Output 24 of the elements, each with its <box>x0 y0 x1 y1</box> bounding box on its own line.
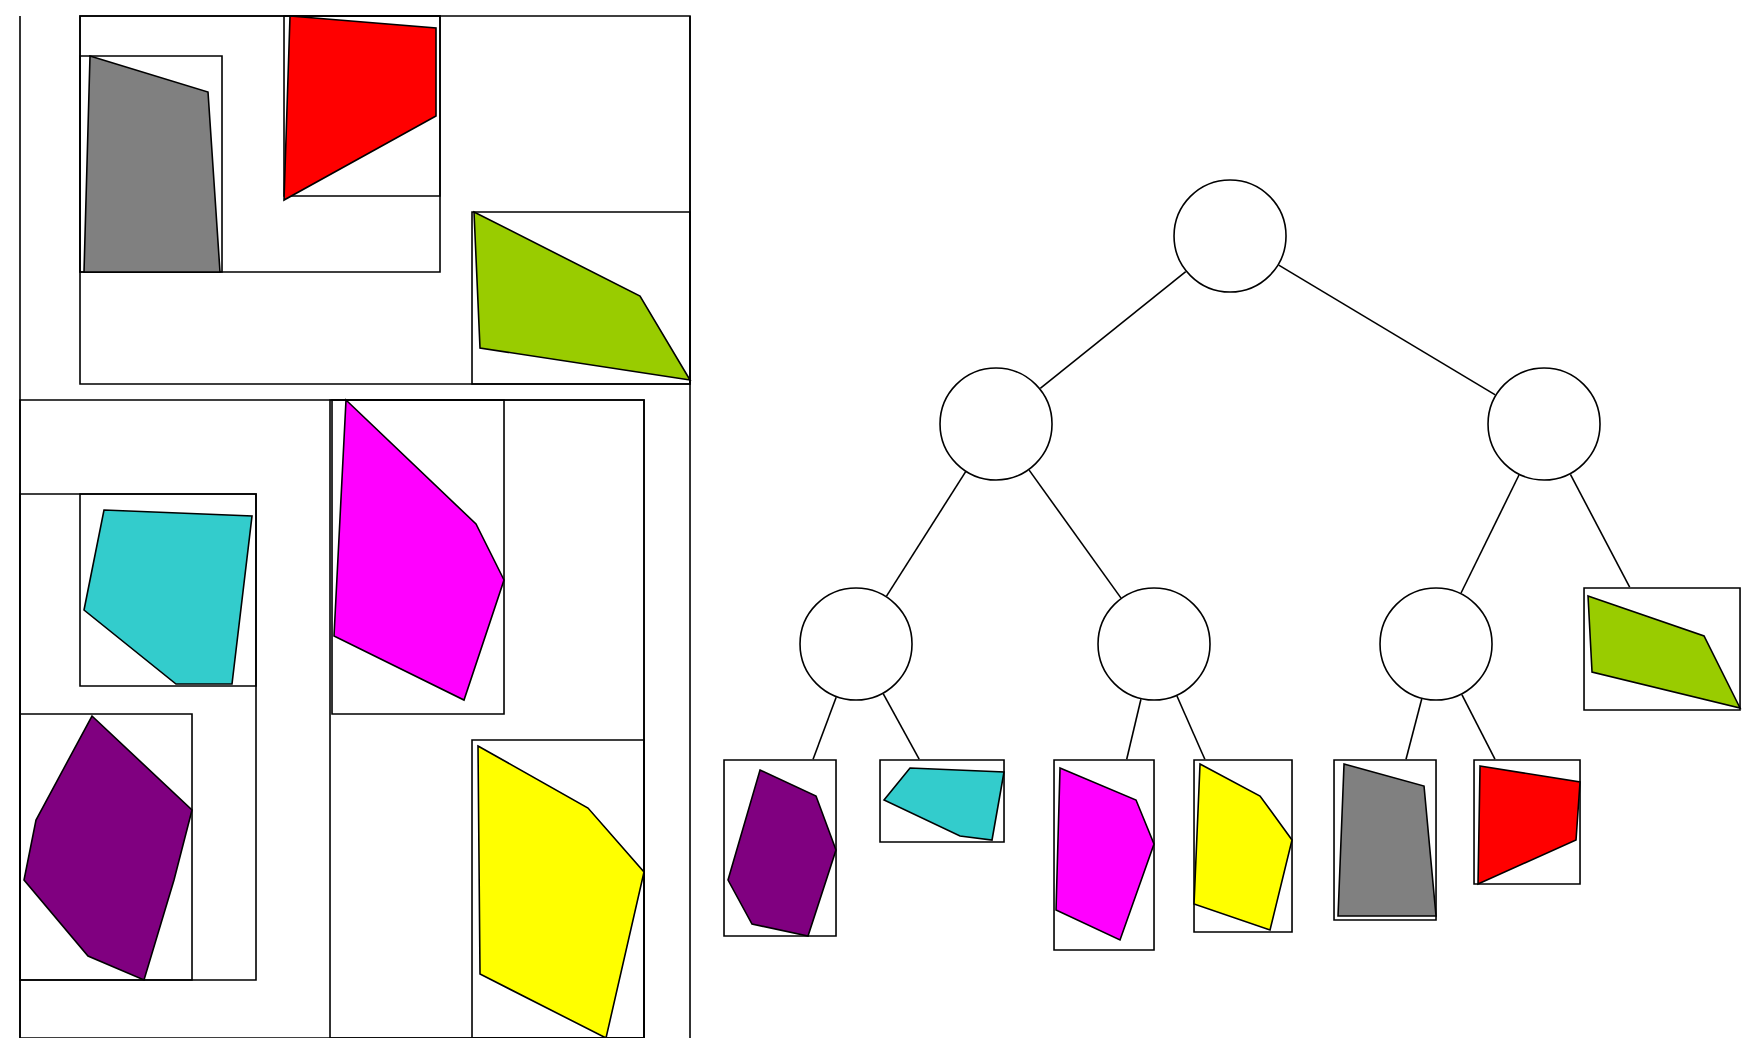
tree-edge <box>1277 264 1497 396</box>
tree-node-circle <box>1379 587 1493 701</box>
tree-node-circle <box>1487 367 1601 481</box>
tree-edge <box>885 471 967 597</box>
leaf-box <box>1053 759 1155 951</box>
leaf-box <box>1583 587 1742 711</box>
tree-edge <box>1125 698 1142 760</box>
tree-node-circle <box>1097 587 1211 701</box>
tree-node-circle <box>799 587 913 701</box>
leaf-box <box>1333 759 1437 921</box>
tree-edge <box>1176 695 1206 760</box>
tree-edge <box>1405 698 1423 760</box>
tree-edge <box>1039 270 1187 390</box>
leaf-box <box>1193 759 1293 933</box>
tree-node-circle <box>1173 179 1287 293</box>
tree-edge <box>1461 693 1496 760</box>
tree-edge <box>812 696 837 760</box>
tree-edge <box>1569 473 1631 588</box>
leaf-box <box>879 759 1005 843</box>
tree-node-circle <box>939 367 1053 481</box>
tree-edge <box>1460 474 1520 594</box>
tree-edge <box>882 693 920 760</box>
tree-edge <box>1028 469 1122 599</box>
leaf-box <box>723 759 837 937</box>
